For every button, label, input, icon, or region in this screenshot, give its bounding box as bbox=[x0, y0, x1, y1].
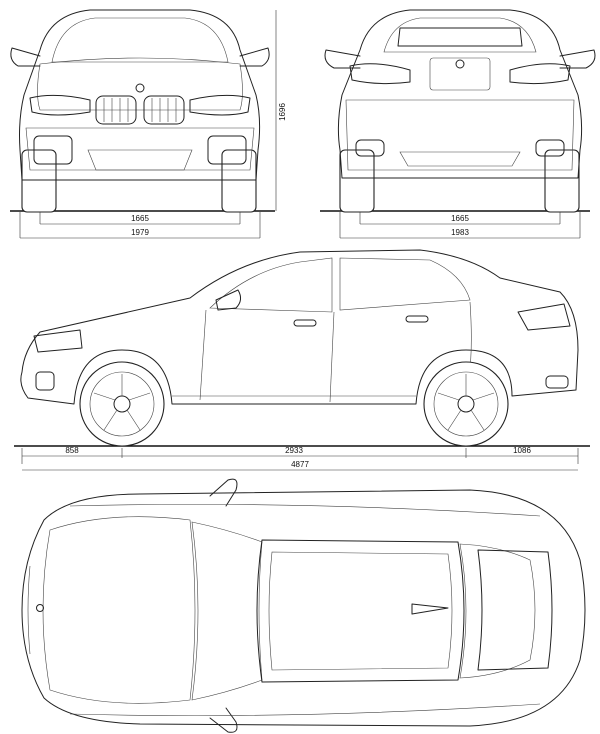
front-windscreen bbox=[51, 17, 229, 63]
rear-left-mirror bbox=[324, 49, 361, 69]
side-rear-window bbox=[339, 257, 471, 311]
top-roof-panel bbox=[268, 551, 453, 671]
side-length-label: 4877 bbox=[291, 460, 309, 469]
front-right-mirror bbox=[239, 47, 270, 67]
top-grille bbox=[27, 565, 31, 655]
top-hood bbox=[42, 516, 196, 704]
side-body-outline bbox=[20, 249, 579, 405]
top-body-outline bbox=[21, 489, 586, 727]
front-left-mirror bbox=[10, 47, 41, 67]
side-exhaust bbox=[545, 375, 569, 389]
side-front-door-handle bbox=[293, 319, 317, 327]
rear-tailgate-plate bbox=[429, 57, 491, 91]
rear-right-exhaust bbox=[535, 139, 565, 157]
side-taillight bbox=[517, 303, 571, 331]
rear-spoiler bbox=[397, 27, 523, 47]
front-body-outline bbox=[19, 9, 261, 181]
side-b-pillar-line bbox=[329, 311, 335, 403]
rear-right-mirror bbox=[559, 49, 596, 69]
front-left-tyre bbox=[21, 149, 57, 213]
front-bumper bbox=[25, 127, 255, 171]
rear-body-outline bbox=[337, 9, 583, 179]
top-roof bbox=[256, 539, 465, 683]
rear-diffuser bbox=[399, 151, 521, 167]
top-left-mirror bbox=[209, 478, 238, 507]
side-mirror bbox=[215, 289, 242, 311]
top-right-crease bbox=[69, 703, 541, 716]
rear-left-tyre bbox=[339, 149, 375, 213]
front-right-fog-intake bbox=[207, 135, 247, 165]
rear-right-tyre bbox=[544, 149, 580, 213]
rear-view: 1665 1983 bbox=[320, 9, 596, 239]
side-rear-wheel bbox=[423, 361, 509, 447]
rear-left-exhaust bbox=[355, 139, 385, 157]
rear-width-label: 1983 bbox=[451, 228, 469, 237]
side-front-door-line bbox=[199, 309, 207, 401]
front-right-tyre bbox=[221, 149, 257, 213]
front-left-headlight bbox=[29, 94, 91, 116]
top-badge bbox=[36, 604, 44, 612]
rear-window bbox=[383, 17, 537, 53]
side-rear-door-handle bbox=[405, 315, 429, 323]
top-left-crease bbox=[69, 504, 541, 517]
side-view: 858 2933 1086 4877 bbox=[14, 249, 590, 471]
rear-badge bbox=[455, 59, 465, 69]
side-front-overhang-label: 858 bbox=[65, 446, 79, 455]
front-lower-intake bbox=[87, 149, 193, 171]
side-front-window bbox=[209, 257, 333, 313]
top-rear-window bbox=[459, 543, 536, 679]
top-antenna bbox=[411, 603, 449, 615]
front-height-label: 1696 bbox=[278, 103, 287, 121]
front-grille-right bbox=[143, 95, 185, 125]
rear-bumper bbox=[345, 99, 575, 171]
side-wheelbase-label: 2933 bbox=[285, 446, 303, 455]
top-right-mirror bbox=[209, 707, 238, 733]
front-view: 1696 1665 1979 bbox=[10, 9, 287, 239]
side-rear-overhang-label: 1086 bbox=[513, 446, 531, 455]
top-boot-lid bbox=[477, 549, 553, 671]
top-view bbox=[21, 478, 586, 733]
front-right-headlight bbox=[189, 94, 251, 116]
front-track-label: 1665 bbox=[131, 214, 149, 223]
side-front-wheel bbox=[79, 361, 165, 447]
front-left-fog-intake bbox=[33, 135, 73, 165]
front-badge bbox=[135, 83, 145, 93]
rear-left-taillight bbox=[349, 63, 411, 85]
front-hood bbox=[37, 57, 243, 111]
front-width-label: 1979 bbox=[131, 228, 149, 237]
front-grille-left bbox=[95, 95, 137, 125]
rear-track-label: 1665 bbox=[451, 214, 469, 223]
side-fog-intake bbox=[35, 371, 55, 391]
top-windscreen bbox=[191, 521, 263, 701]
side-headlight bbox=[33, 329, 83, 353]
rear-right-taillight bbox=[509, 63, 571, 85]
